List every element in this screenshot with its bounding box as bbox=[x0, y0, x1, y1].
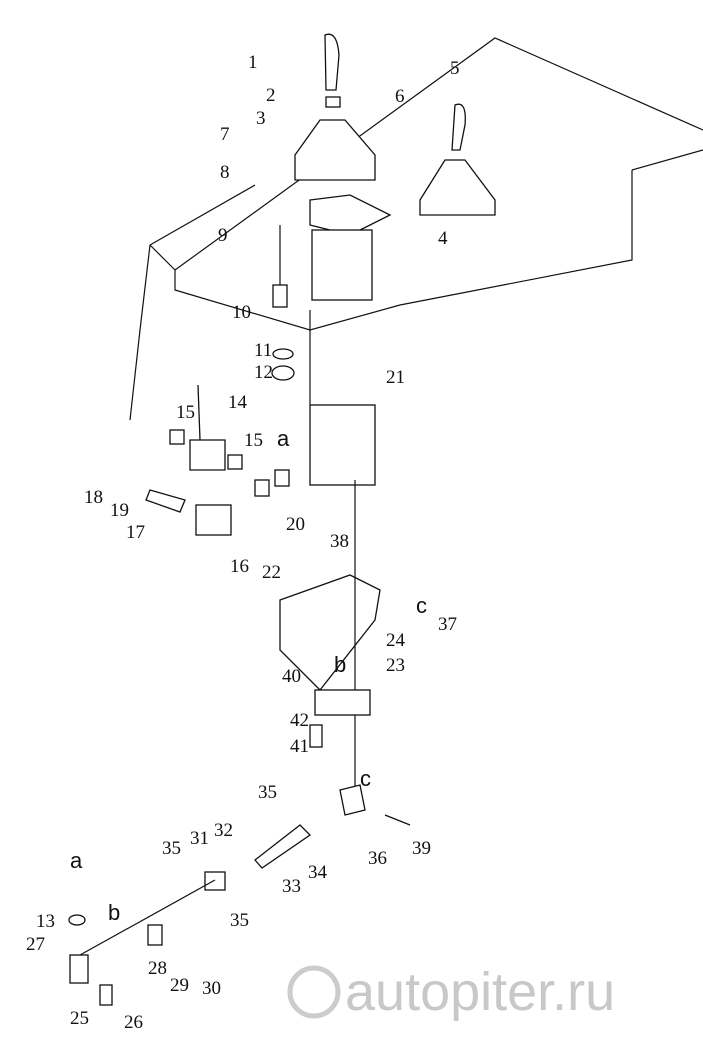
connection-letter-a: a bbox=[277, 426, 290, 451]
part-label-13: 13 bbox=[36, 911, 55, 932]
part-label-11: 11 bbox=[254, 340, 272, 361]
left-joystick-parts bbox=[68, 33, 411, 1006]
connection-letter-c: c bbox=[416, 593, 427, 618]
part-label-10: 10 bbox=[232, 302, 251, 323]
part-label-18: 18 bbox=[84, 487, 103, 508]
connection-letter-a: a bbox=[70, 848, 83, 873]
part-label-16: 16 bbox=[230, 556, 249, 577]
part-label-41: 41 bbox=[290, 736, 309, 757]
part-label-20: 20 bbox=[286, 514, 305, 535]
part-label-5: 5 bbox=[450, 58, 460, 79]
part-label-39: 39 bbox=[412, 838, 431, 859]
watermark: autopiter.ru bbox=[287, 962, 615, 1022]
part-label-29: 29 bbox=[170, 975, 189, 996]
part-label-8: 8 bbox=[220, 162, 230, 183]
part-label-35: 35 bbox=[230, 910, 249, 931]
part-label-38: 38 bbox=[330, 531, 349, 552]
part-label-33: 33 bbox=[282, 876, 301, 897]
part-label-26: 26 bbox=[124, 1012, 143, 1033]
part-label-37: 37 bbox=[438, 614, 457, 635]
part-label-35: 35 bbox=[258, 782, 277, 803]
part-label-17: 17 bbox=[126, 522, 145, 543]
part-label-14: 14 bbox=[228, 392, 248, 413]
watermark-text: autopiter.ru bbox=[345, 962, 615, 1022]
part-label-19: 19 bbox=[110, 500, 129, 521]
part-label-1: 1 bbox=[248, 52, 258, 73]
part-label-27: 27 bbox=[26, 934, 45, 955]
connection-letter-c: c bbox=[360, 766, 371, 791]
part-label-28: 28 bbox=[148, 958, 167, 979]
part-label-6: 6 bbox=[395, 86, 405, 107]
connection-letter-b: b bbox=[108, 900, 120, 925]
part-label-23: 23 bbox=[386, 655, 405, 676]
part-label-24: 24 bbox=[386, 630, 406, 651]
part-label-15: 15 bbox=[244, 430, 263, 451]
part-label-30: 30 bbox=[202, 978, 221, 999]
part-label-42: 42 bbox=[290, 710, 309, 731]
part-label-21: 21 bbox=[386, 367, 405, 388]
part-label-34: 34 bbox=[308, 862, 328, 883]
part-label-31: 31 bbox=[190, 828, 209, 849]
part-label-25: 25 bbox=[70, 1008, 89, 1029]
part-label-4: 4 bbox=[438, 228, 448, 249]
part-label-32: 32 bbox=[214, 820, 233, 841]
part-label-36: 36 bbox=[368, 848, 387, 869]
part-label-15: 15 bbox=[176, 402, 195, 423]
part-label-9: 9 bbox=[218, 225, 228, 246]
part-label-3: 3 bbox=[256, 108, 266, 129]
part-label-35: 35 bbox=[162, 838, 181, 859]
part-label-2: 2 bbox=[266, 85, 276, 106]
part-label-40: 40 bbox=[282, 666, 301, 687]
part-label-12: 12 bbox=[254, 362, 273, 383]
part-label-7: 7 bbox=[220, 124, 230, 145]
cabinet-outline bbox=[129, 37, 703, 421]
right-joystick bbox=[419, 103, 496, 216]
part-label-22: 22 bbox=[262, 562, 281, 583]
connection-letter-b: b bbox=[334, 652, 346, 677]
